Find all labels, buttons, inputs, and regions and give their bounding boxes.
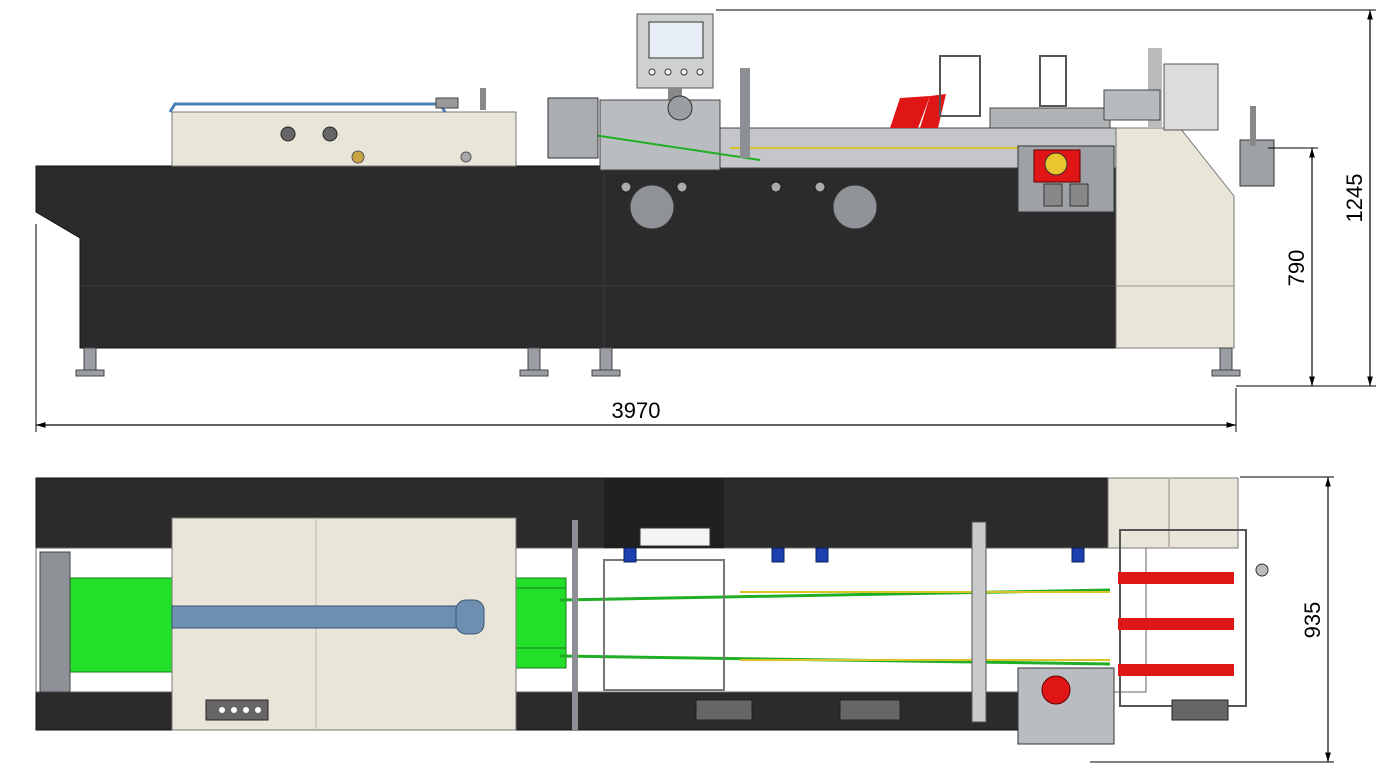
dimension-table-height: 790	[1268, 147, 1318, 386]
length-label: 3970	[612, 398, 661, 423]
delivery-section	[1017, 477, 1269, 745]
machine-cabinet	[35, 165, 1117, 349]
dimension-width: 935	[1090, 476, 1334, 763]
control-panel	[636, 13, 714, 100]
folding-section	[547, 55, 1121, 230]
folding-rails	[559, 520, 1111, 730]
feeder-housing	[171, 111, 517, 167]
side-view: 3970 1245 790	[35, 9, 1376, 432]
dimension-height: 1245	[716, 9, 1376, 387]
table-height-label: 790	[1284, 250, 1309, 287]
machine-feet	[75, 347, 1241, 377]
guide-bar-blue	[171, 605, 479, 629]
delivery-unit	[1103, 48, 1275, 349]
height-label: 1245	[1342, 174, 1367, 223]
top-view: 935	[35, 476, 1334, 763]
motors	[623, 547, 1085, 563]
width-label: 935	[1300, 602, 1325, 639]
dimension-length: 3970	[35, 224, 1237, 432]
